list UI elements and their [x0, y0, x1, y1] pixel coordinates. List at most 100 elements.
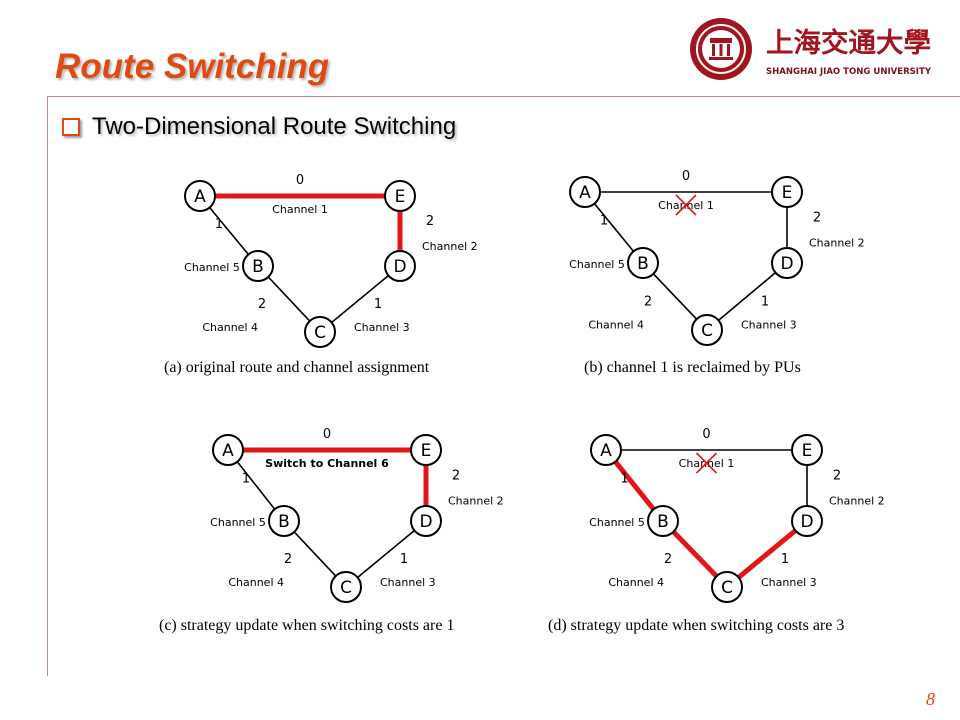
channel-label: Channel 1 — [272, 203, 328, 216]
node-label: A — [579, 183, 591, 203]
diagram-caption: (a) original route and channel assignmen… — [164, 359, 430, 376]
edge-weight-label: 0 — [702, 427, 710, 442]
node-label: B — [252, 257, 264, 277]
channel-label: Switch to Channel 6 — [265, 457, 389, 470]
channel-label: Channel 4 — [608, 576, 664, 589]
node-label: D — [393, 257, 406, 277]
edge-weight-label: 1 — [761, 295, 769, 310]
edge-a-b — [613, 460, 656, 511]
channel-label: Channel 3 — [380, 576, 436, 589]
node-label: E — [782, 183, 793, 203]
channel-label: Channel 5 — [569, 258, 625, 271]
channel-label: Channel 3 — [354, 321, 410, 334]
node-d: D — [384, 250, 416, 282]
node-label: D — [419, 512, 432, 532]
edge-weight-label: 1 — [781, 552, 789, 567]
node-b: B — [242, 250, 274, 282]
checkbox-bullet-icon — [62, 118, 80, 136]
node-b: B — [268, 505, 300, 537]
channel-label: Channel 3 — [761, 576, 817, 589]
node-c: C — [304, 316, 336, 348]
edge-b-c — [652, 273, 698, 320]
edge-weight-label: 2 — [452, 469, 460, 484]
edge-b-c — [267, 276, 311, 322]
node-label: D — [780, 254, 793, 274]
edge-weight-label: 2 — [833, 469, 841, 484]
channel-label: Channel 3 — [741, 319, 797, 332]
node-label: A — [222, 441, 234, 461]
node-e: E — [384, 180, 416, 212]
edge-weight-label: 2 — [813, 211, 821, 226]
node-b: B — [647, 505, 679, 537]
edge-d-c — [357, 529, 415, 579]
node-label: C — [701, 321, 713, 341]
node-a: A — [184, 180, 216, 212]
node-e: E — [410, 434, 442, 466]
bullet-item: Two-Dimensional Route Switching — [62, 113, 456, 141]
node-a: A — [569, 176, 601, 208]
university-seal-icon — [690, 18, 752, 80]
channel-label: Channel 5 — [589, 516, 645, 529]
edge-weight-label: 2 — [664, 552, 672, 567]
edge-d-c — [331, 274, 389, 324]
node-label: B — [637, 254, 649, 274]
channel-label: Channel 2 — [809, 237, 865, 250]
node-label: A — [194, 187, 206, 207]
channel-label: Channel 5 — [184, 261, 240, 274]
node-a: A — [212, 434, 244, 466]
channel-label: Channel 2 — [829, 495, 885, 508]
node-d: D — [791, 505, 823, 537]
edge-weight-label: 2 — [284, 552, 292, 567]
edge-weight-label: 0 — [323, 427, 331, 442]
channel-label: Channel 2 — [422, 240, 478, 253]
node-label: E — [802, 441, 813, 461]
node-d: D — [410, 505, 442, 537]
diagram-caption: (b) channel 1 is reclaimed by PUs — [584, 359, 801, 376]
edge-d-c — [736, 528, 798, 580]
svg-text:SHANGHAI JIAO TONG UNIVERSITY: SHANGHAI JIAO TONG UNIVERSITY — [766, 67, 931, 77]
diagram-caption: (d) strategy update when switching costs… — [548, 617, 844, 634]
node-d: D — [771, 247, 803, 279]
node-label: C — [721, 578, 733, 598]
edge-weight-label: 2 — [426, 214, 434, 229]
edge-weight-label: 2 — [644, 295, 652, 310]
cross-mark-icon — [675, 194, 697, 216]
edge-a-b — [236, 461, 276, 510]
slide-title: Route Switching — [55, 47, 330, 86]
edge-b-c — [671, 530, 719, 578]
edge-weight-label: 0 — [296, 173, 304, 188]
side-rule — [47, 96, 48, 676]
channel-label: Channel 4 — [202, 321, 258, 334]
edge-a-b — [593, 203, 635, 252]
bullet-text: Two-Dimensional Route Switching — [92, 113, 457, 140]
edge-weight-label: 1 — [374, 297, 382, 312]
node-label: C — [340, 578, 352, 598]
edge-weight-label: 0 — [682, 169, 690, 184]
cross-mark-icon — [695, 452, 718, 474]
diagram-caption: (c) strategy update when switching costs… — [159, 617, 454, 634]
node-label: E — [395, 187, 406, 207]
edge-weight-label: 1 — [600, 214, 608, 229]
svg-text:上海交通大學: 上海交通大學 — [766, 27, 931, 59]
edge-weight-label: 1 — [242, 472, 250, 487]
edge-b-c — [293, 531, 337, 577]
node-label: E — [421, 441, 432, 461]
edge-weight-label: 1 — [215, 217, 223, 232]
node-e: E — [791, 434, 823, 466]
edge-weight-label: 1 — [400, 552, 408, 567]
university-logo: 上海交通大學 SHANGHAI JIAO TONG UNIVERSITY — [690, 18, 931, 80]
node-c: C — [711, 571, 743, 603]
node-label: A — [600, 441, 612, 461]
edge-weight-label: 1 — [620, 472, 628, 487]
node-label: B — [657, 512, 669, 532]
edge-d-c — [717, 272, 777, 321]
page-number: 8 — [926, 689, 935, 709]
node-label: B — [278, 512, 290, 532]
node-e: E — [771, 176, 803, 208]
channel-label: Channel 2 — [448, 495, 504, 508]
